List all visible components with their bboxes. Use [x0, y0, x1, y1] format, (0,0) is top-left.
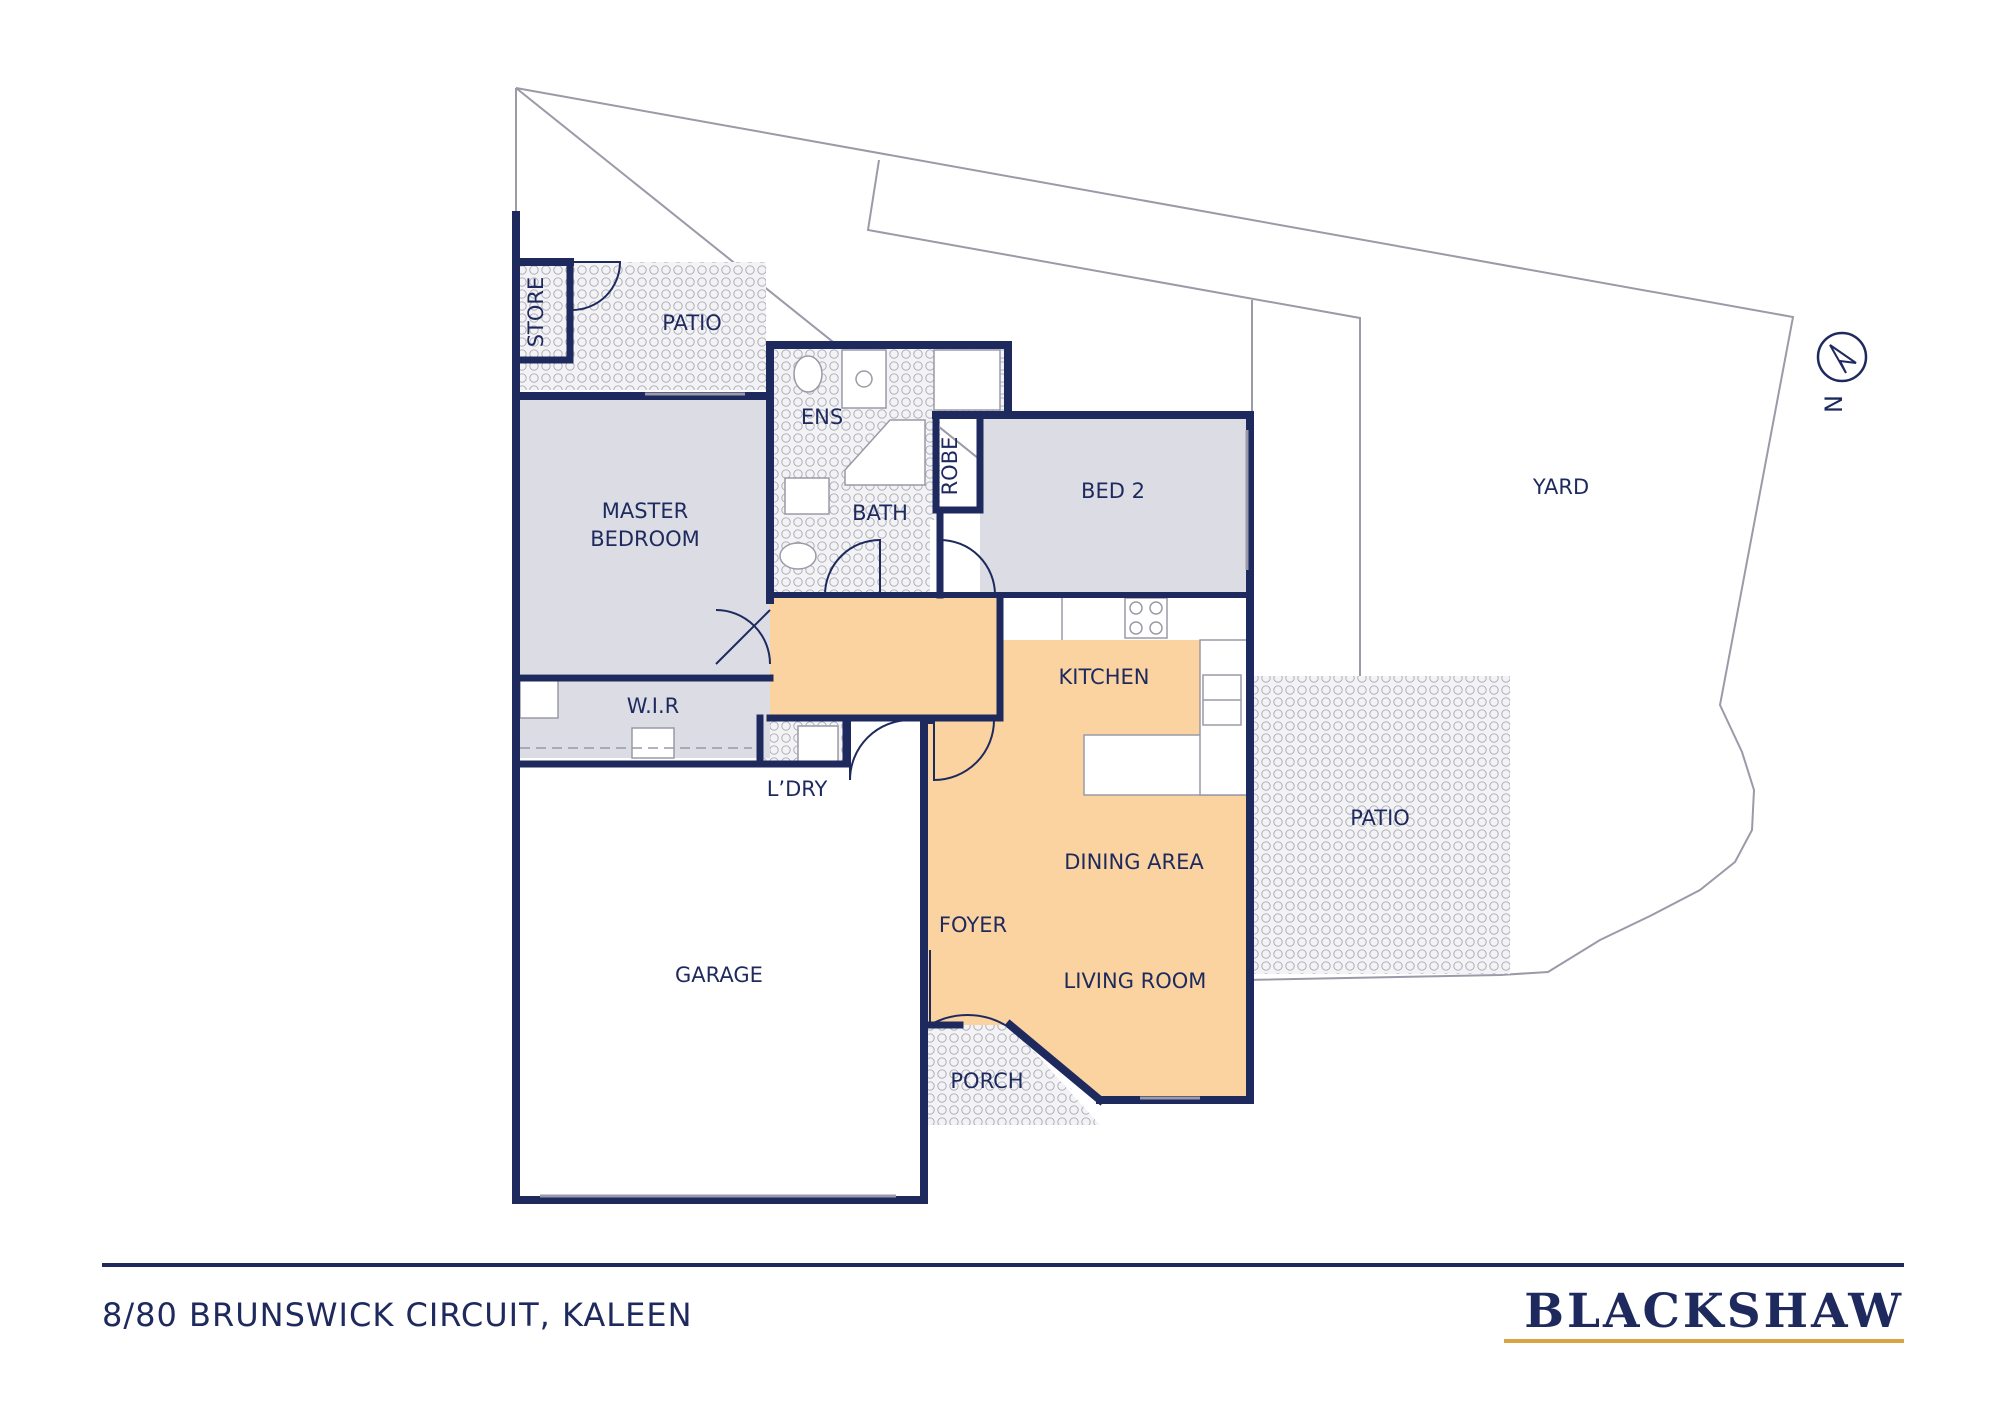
label-ensuite: ENS	[801, 405, 843, 429]
label-dining: DINING AREA	[1064, 850, 1204, 874]
compass-label: N	[1820, 395, 1848, 413]
label-foyer: FOYER	[939, 913, 1007, 937]
label-living: LIVING ROOM	[1064, 969, 1207, 993]
laundry-tub	[797, 725, 839, 763]
patio-north-paving	[516, 262, 766, 390]
cooktop-burner	[1129, 621, 1143, 635]
walls	[512, 211, 1254, 1204]
yard-fence-line	[866, 159, 1361, 680]
brand-logo: BLACKSHAW	[1504, 1288, 1904, 1343]
cooktop-burner	[1129, 601, 1143, 615]
master-bedroom-fill	[520, 398, 770, 674]
property-address: 8/80 BRUNSWICK CIRCUIT, KALEEN	[102, 1296, 693, 1334]
label-yard: YARD	[1532, 475, 1589, 499]
living-fill	[770, 597, 1248, 1098]
doors	[571, 261, 1006, 1027]
kitchen-bench-cutout	[1000, 598, 1248, 640]
ensuite-basin	[855, 370, 873, 388]
label-kitchen: KITCHEN	[1059, 665, 1150, 689]
cooktop-burner	[1149, 601, 1163, 615]
patio-east-paving	[1253, 676, 1510, 974]
ensuite-vanity	[841, 349, 887, 409]
bath-toilet	[779, 542, 817, 570]
label-store: STORE	[524, 277, 548, 348]
label-bath: BATH	[852, 501, 908, 525]
label-patio-north: PATIO	[662, 311, 722, 335]
bath-vanity	[784, 477, 830, 515]
north-arrow-icon	[1816, 331, 1868, 383]
footer-rule	[102, 1263, 1904, 1267]
ensuite-toilet	[793, 355, 823, 393]
corner-bath	[844, 419, 926, 486]
label-laundry: L’DRY	[767, 777, 828, 801]
label-patio-east: PATIO	[1350, 806, 1410, 830]
label-robe: ROBE	[938, 437, 962, 496]
label-porch: PORCH	[950, 1069, 1023, 1093]
wir-shelf	[631, 727, 675, 759]
label-master-line1: MASTER	[602, 499, 689, 523]
label-bed2: BED 2	[1081, 479, 1145, 503]
label-master-line2: BEDROOM	[590, 527, 700, 551]
wir-shelf	[519, 679, 559, 719]
label-garage: GARAGE	[675, 963, 763, 987]
cooktop-burner	[1149, 621, 1163, 635]
porch-paving	[926, 1025, 1100, 1125]
cooktop	[1124, 597, 1168, 639]
bed2-fill	[980, 418, 1248, 592]
floor-plan: N STORE PATIO ENS ROBE MASTER BEDROOM BA…	[512, 87, 1868, 1204]
ensuite-shower	[933, 349, 1001, 411]
label-wir: W.I.R	[627, 694, 680, 718]
